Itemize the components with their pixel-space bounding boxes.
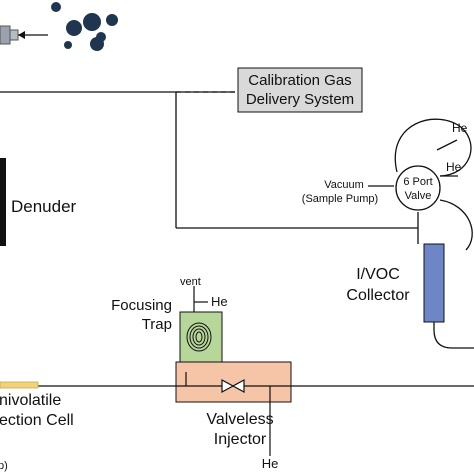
ivoc-collector [423,243,445,323]
calibration-gas-box [237,67,363,113]
vent-label: vent [180,276,201,288]
he-top-line [436,139,458,151]
sample-pump-label: (Sample Pump) [302,193,378,205]
he-valve-right-label: He [446,160,462,174]
valve-label-line2: Valve [405,190,432,202]
valve-icon [221,378,245,394]
inlet-nozzle-icon [0,25,48,45]
collection-cell-bar [0,381,39,389]
calibration-label-line2: Delivery System [246,91,354,108]
valveless-injector-box [175,361,292,403]
valve-label-line1: 6 Port [403,176,432,188]
injector-label: Injector [214,431,267,448]
focusing-label: Focusing [111,297,172,314]
focusing-trap-box [179,311,223,363]
sample-loop-right [439,199,473,251]
collector-return-loop [433,322,474,349]
particle-cloud-icon [51,2,118,51]
collector-label-line2: Collector [346,287,410,304]
he-bottom-label: He [262,456,279,471]
he-valve-top-label: He [452,121,468,135]
cell-label-line1: nivolatile [0,392,61,409]
he-trap-label: He [211,294,228,309]
collector-label-line1: I/VOC [356,266,400,283]
sample-loop-top [394,118,472,177]
pump-fragment-label: p) [0,460,8,472]
coiled-column-icon [186,322,212,352]
trap-label: Trap [142,316,172,333]
vacuum-label: Vacuum [324,179,364,191]
valveless-label: Valveless [206,411,273,428]
denuder-bar [0,158,6,246]
calibration-label-line1: Calibration Gas [248,72,351,89]
six-port-valve [395,165,441,211]
cell-label-line2: ection Cell [0,412,74,429]
denuder-label: Denuder [11,197,77,216]
